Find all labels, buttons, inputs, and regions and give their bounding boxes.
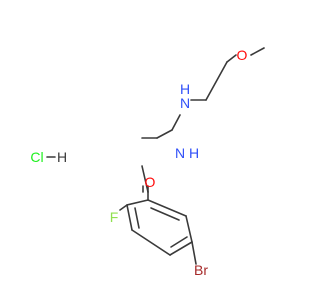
fluorine-label: F	[110, 209, 119, 225]
bond-amide-n-c	[141, 165, 149, 193]
bond-ring-4	[131, 229, 171, 256]
bond-o-ch2	[226, 54, 237, 63]
bond-ch2-ch2-b	[156, 129, 173, 139]
bonds	[119, 47, 265, 265]
amide-hydrogen-label: H	[189, 145, 199, 161]
amine-nitrogen-label: N	[180, 95, 190, 111]
atom-labels: O N H N H O F Br	[110, 47, 248, 278]
bond-ring-3b	[134, 207, 140, 229]
bond-nh-ch2	[171, 114, 181, 131]
bromine-label: Br	[194, 262, 208, 278]
amide-nitrogen-label: N	[175, 145, 185, 161]
chlorine-label: Cl	[30, 149, 43, 165]
bond-ring-7	[147, 199, 187, 217]
bond-c-br	[191, 241, 197, 265]
salt-hydrogen-label: H	[57, 149, 67, 165]
bond-ring-7b	[150, 207, 180, 221]
bond-methyl-o	[250, 47, 265, 56]
structure-diagram: O N H N H O F Br Cl H	[30, 47, 265, 278]
bond-c-f	[119, 204, 128, 211]
bond-ring-5b	[170, 236, 188, 248]
molecule-svg: O N H N H O F Br Cl H	[30, 47, 265, 278]
bond-ch2-ch2-a	[205, 61, 228, 101]
bond-ring-3	[126, 204, 133, 231]
bond-ring-6	[185, 215, 193, 243]
carbonyl-oxygen-label: O	[145, 174, 156, 190]
bond-ring-2	[126, 199, 149, 206]
methoxy-oxygen-label: O	[237, 47, 248, 63]
amine-hydrogen-label: H	[180, 81, 190, 97]
hcl-salt: Cl H	[30, 149, 67, 165]
bond-ring-5	[169, 241, 193, 256]
